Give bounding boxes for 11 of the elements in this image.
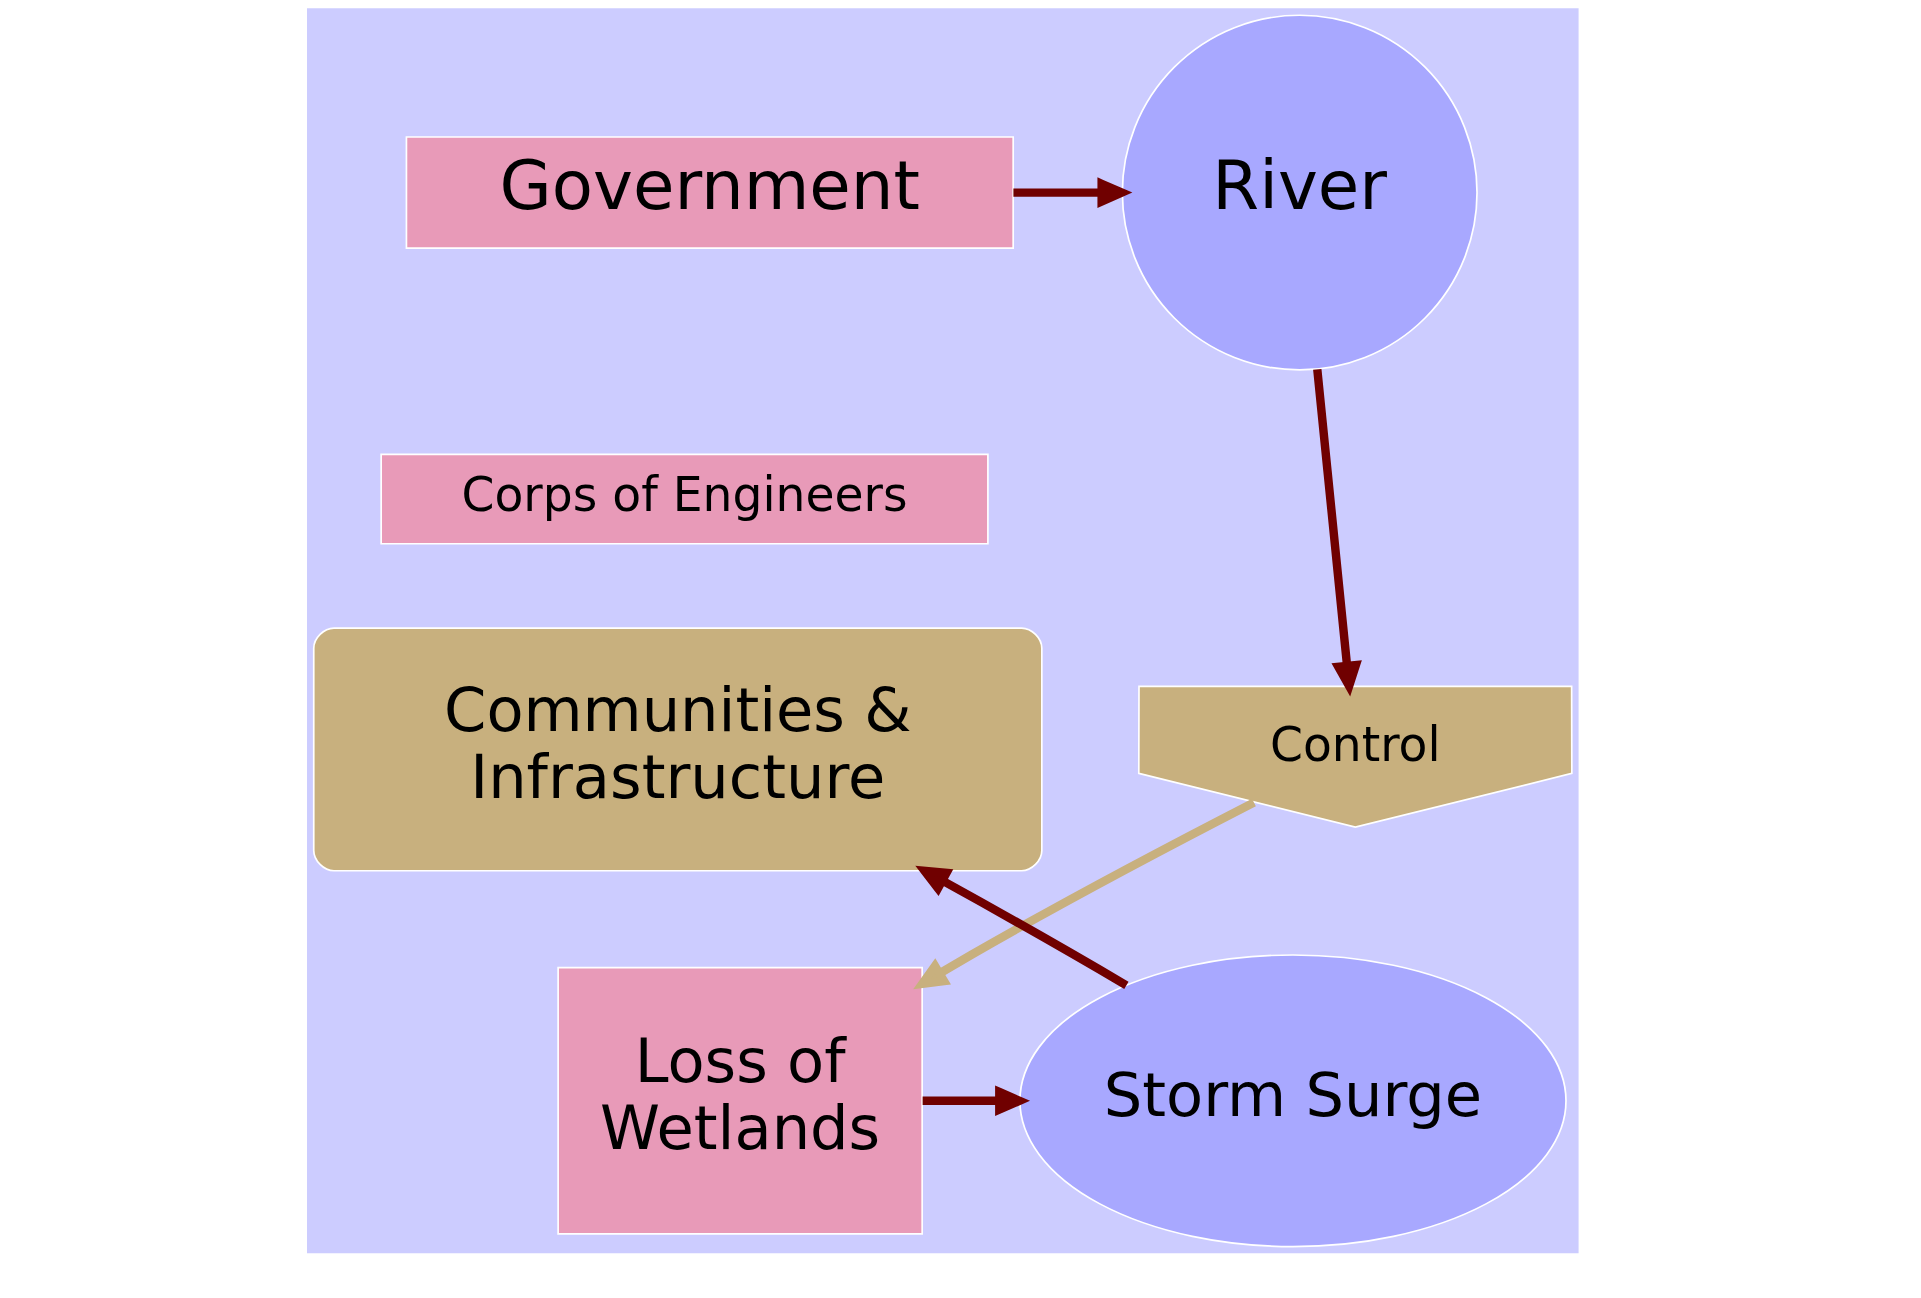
- arrow: [912, 798, 1256, 990]
- node-circle: River: [1121, 14, 1478, 371]
- arrow: [914, 865, 1129, 989]
- arrow: [1312, 368, 1362, 697]
- arrow: [922, 1085, 1030, 1117]
- arrow: [1012, 177, 1132, 208]
- node-ellipse: Storm Surge: [1018, 954, 1567, 1248]
- node-box: Loss of Wetlands: [556, 966, 923, 1235]
- node-box: Government: [405, 136, 1014, 250]
- node-box: Communities & Infrastructure: [312, 627, 1043, 872]
- node-box: Corps of Engineers: [379, 453, 989, 545]
